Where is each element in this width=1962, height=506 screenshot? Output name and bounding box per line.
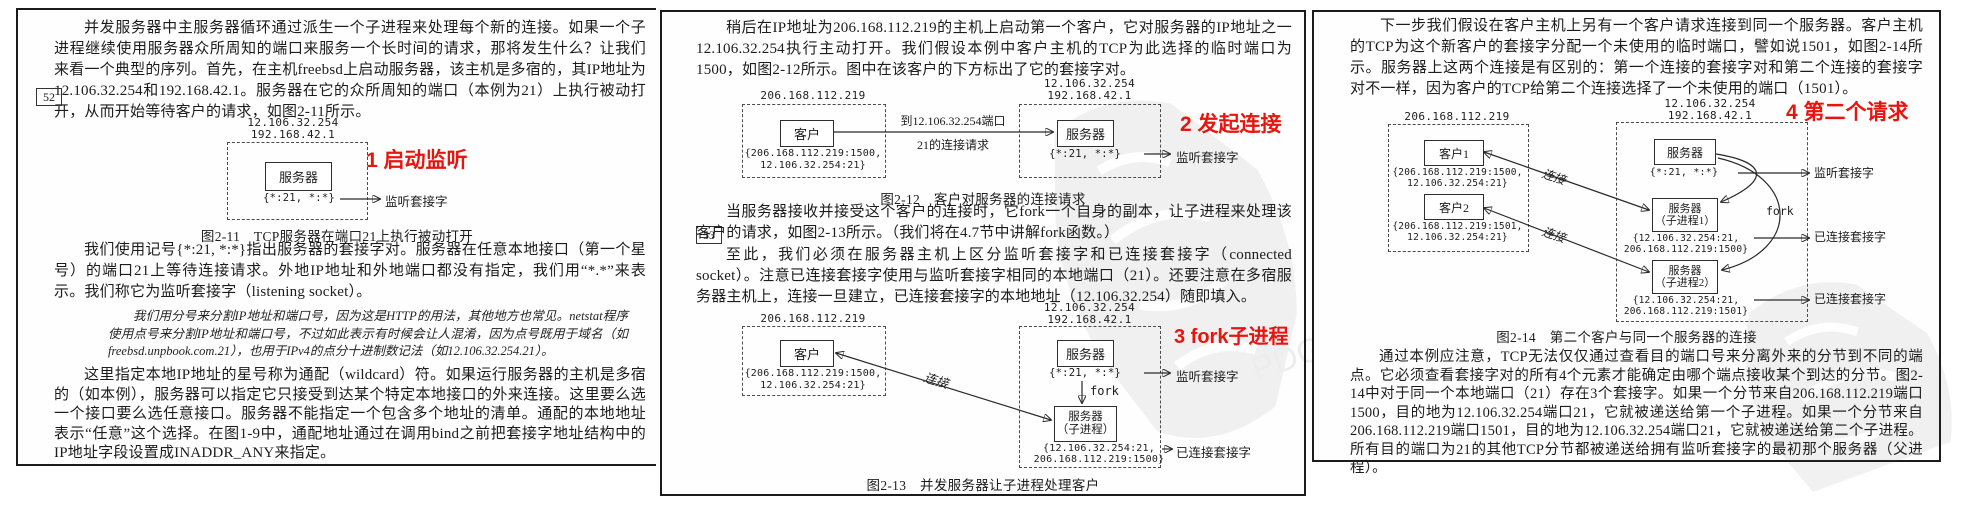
socket-pair-label: {*:21, *:*} [1049,367,1121,379]
child2-server-box-line2: （子进程2） [1654,277,1716,289]
child1-server-box-line2: （子进程1） [1654,215,1716,227]
book-page-53: PDG 稍后在IP地址为206.168.112.219的主机上启动第一个客户，它… [660,10,1328,496]
socket-pair-label: 12.106.32.254:21} [1407,232,1508,243]
socket-pair-label: {*:21, *:*} [1049,148,1121,160]
figure-caption: 图2-14 第二个客户与同一个服务器的连接 [1496,330,1757,345]
host-ip-label: 192.168.42.1 [250,128,336,141]
server-process-box: 服务器 [1654,139,1716,165]
socket-pair-label: {206.168.112.219:1500, [744,368,882,379]
client-host-dashed-box [742,104,886,178]
red-annotation-step3: 3 fork子进程 [1174,326,1289,348]
paragraph: 我们使用记号{*:21, *:*}指出服务器的套接字对。服务器在任意本地接口（第… [54,242,646,300]
listening-socket-label: 监听套接字 [1814,166,1875,180]
socket-pair-label: {206.168.112.219:1500, [1392,167,1523,178]
server-ip-label: 12.106.32.254 [1043,301,1136,314]
paragraph: 这里指定本地IP地址的星号称为通配（wildcard）符。如果运行服务器的主机是… [54,367,646,461]
socket-pair-label: 206.168.112.219:1500} [1623,244,1749,255]
server-ip-label: 12.106.32.254 [1664,97,1756,110]
server-ip-label: 192.168.42.1 [1047,89,1132,102]
socket-pair-label: {12.106.32.254:21, [1043,443,1155,454]
red-annotation-step4: 4 第二个请求 [1786,101,1909,124]
fork-label: fork [1766,204,1794,218]
connect-arrow-label: 连接 [922,370,951,392]
listening-socket-label: 监听套接字 [1176,370,1239,384]
socket-pair-label: 206.168.112.219:1501} [1623,306,1749,317]
client-ip-label: 206.168.112.219 [1404,110,1510,123]
connected-socket-label: 已连接套接字 [1814,230,1887,244]
paragraph: 通过本例应注意，TCP无法仅仅通过查看目的端口号来分离外来的分节到不同的端点。它… [1350,349,1923,476]
socket-pair-label: {206.168.112.219:1500, [744,148,882,159]
server-host-dashed-box [1019,104,1161,178]
socket-pair-label: {206.168.112.219:1501, [1392,221,1523,232]
host-ip-label: 12.106.32.254 [247,116,339,129]
socket-pair-label: {*:21, *:*} [263,192,335,204]
socket-pair-label: 12.106.32.254:21} [1407,178,1508,189]
socket-pair-label: {12.106.32.254:21, [1632,233,1740,244]
listening-socket-label: 监听套接字 [1176,151,1239,165]
socket-pair-label: 206.168.112.219:1500} [1033,454,1165,465]
client-process-box: 客户 [780,120,834,147]
socket-pair-label: {12.106.32.254:21, [1632,295,1740,306]
page-number-badge: 53 [696,226,722,244]
connect-arrow-label: 连接 [1540,224,1568,246]
client-ip-label: 206.168.112.219 [760,89,866,102]
client-ip-label: 206.168.112.219 [760,312,866,325]
socket-pair-label: 12.106.32.254:21} [760,160,866,171]
child1-server-box-line1: 服务器 [1668,202,1702,215]
paragraph: 并发服务器中主服务器循环通过派生一个子进程来处理每个新的连接。如果一个子进程继续… [54,20,646,120]
child-server-box-line2: （子进程） [1056,424,1115,436]
red-annotation-step2: 2 发起连接 [1180,113,1282,136]
socket-pair-label: 12.106.32.254:21} [760,380,866,391]
child-server-box-line1: 服务器 [1068,411,1103,423]
server-process-box: 服务器 [1057,340,1114,367]
host-dashed-box [227,142,368,220]
connected-socket-label: 已连接套接字 [1814,292,1887,306]
indented-note: 我们用分号来分割IP地址和端口号，因为这是HTTP的用法，其他地方也常见。net… [108,309,628,358]
arrow-label: 到12.106.32.254端口 [900,114,1006,128]
listening-socket-label: 监听套接字 [385,195,448,209]
red-annotation-step1: 1 启动监听 [366,149,468,172]
book-page-52: 并发服务器中主服务器循环通过派生一个子进程来处理每个新的连接。如果一个子进程继续… [16,8,656,466]
client-process-box: 客户 [780,340,834,367]
paragraph: 至此，我们必须在服务器主机上区分监听套接字和已连接套接字（connected s… [696,247,1292,305]
paragraph: 下一步我们假设在客户主机上另有一个客户请求连接到同一个服务器。客户主机的TCP为… [1350,18,1923,97]
fork-label: fork [1090,384,1119,398]
connected-socket-label: 已连接套接字 [1176,446,1252,460]
figure-caption: 图2-13 并发服务器让子进程处理客户 [866,478,1100,493]
server-ip-label: 192.168.42.1 [1047,313,1132,326]
child2-server-box-line1: 服务器 [1668,264,1702,277]
client2-process-box: 客户2 [1424,194,1484,220]
socket-pair-label: {*:21, *:*} [1649,167,1719,178]
book-page-right: 下一步我们假设在客户主机上另有一个客户请求连接到同一个服务器。客户主机的TCP为… [1312,10,1952,501]
client1-process-box: 客户1 [1424,140,1484,166]
server-ip-label: 192.168.42.1 [1667,109,1753,122]
server-ip-label: 12.106.32.254 [1043,77,1136,90]
connect-arrow-label: 连接 [1540,166,1568,188]
server-process-box: 服务器 [265,162,332,191]
arrow-label: 21的连接请求 [916,138,989,152]
server-process-box: 服务器 [1057,120,1114,147]
figure-caption: 图2-11 TCP服务器在端口21上执行被动打开 [200,229,474,244]
paragraph: 当服务器接收并接受这个客户的连接时，它fork一个自身的副本，让子进程来处理该客… [696,204,1292,241]
page-number-badge: 52 [36,88,62,106]
paragraph: 稍后在IP地址为206.168.112.219的主机上启动第一个客户，它对服务器… [696,20,1292,78]
figure-caption: 图2-12 客户对服务器的连接请求 [880,192,1086,207]
